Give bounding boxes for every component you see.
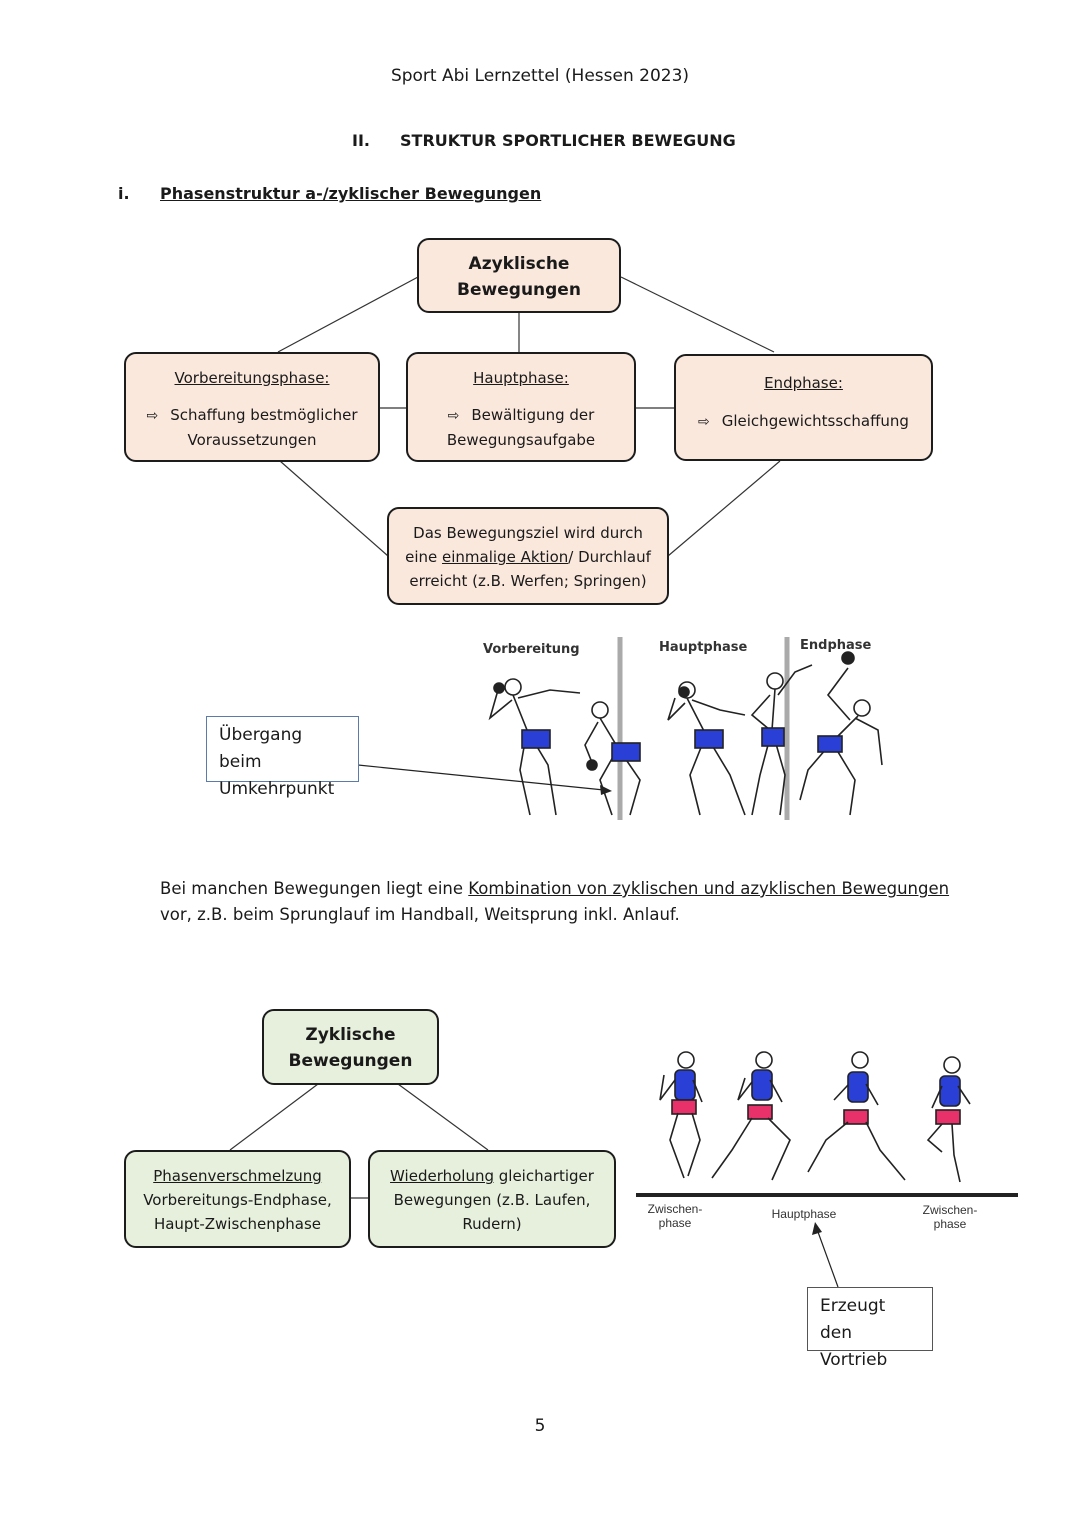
vorbereitung-text-2: Voraussetzungen bbox=[187, 431, 317, 449]
azyklisch-title-line2: Bewegungen bbox=[457, 280, 581, 300]
running-figure bbox=[636, 1051, 1018, 1288]
phasenverschmelzung-line1: Phasenverschmelzung bbox=[153, 1167, 322, 1185]
shot-put-figure bbox=[357, 637, 883, 820]
athlete-silhouette bbox=[667, 681, 746, 816]
zyklisch-title-line2: Bewegungen bbox=[288, 1051, 413, 1071]
end-text-1: Gleichgewichtsschaffung bbox=[721, 412, 909, 430]
endphase-heading: Endphase: bbox=[764, 374, 843, 392]
figure-label-hauptphase: Hauptphase bbox=[659, 640, 748, 655]
ziel-line1: Das Bewegungsziel wird durch bbox=[413, 524, 643, 542]
azyklisch-title-box: Azyklische Bewegungen bbox=[417, 238, 621, 313]
vorbereitungsphase-box: Vorbereitungsphase: ⇨ Schaffung bestmögli… bbox=[124, 352, 380, 462]
phasenverschmelzung-box: Phasenverschmelzung Vorbereitungs-Endpha… bbox=[124, 1150, 351, 1248]
runner-silhouette bbox=[711, 1051, 791, 1181]
ziel-line2-underline: einmalige Aktion bbox=[442, 548, 569, 566]
zw2-line-b: phase bbox=[933, 1217, 967, 1231]
wiederholung-line3: Rudern) bbox=[462, 1215, 522, 1233]
figure-label-endphase: Endphase bbox=[800, 638, 872, 653]
runner-silhouette bbox=[659, 1051, 703, 1179]
paragraph-post: vor, z.B. beim Sprunglauf im Handball, W… bbox=[160, 905, 680, 924]
section-number: II. bbox=[352, 131, 370, 150]
athlete-silhouette bbox=[750, 664, 813, 816]
ziel-line2-pre: eine bbox=[405, 548, 443, 566]
umkehrpunkt-callout: Übergang beim Umkehrpunkt bbox=[206, 716, 359, 799]
zw1-line-b: phase bbox=[658, 1216, 692, 1230]
arrow-right-icon: ⇨ bbox=[698, 414, 710, 430]
section-title: STRUKTUR SPORTLICHER BEWEGUNG bbox=[400, 131, 736, 150]
ziel-line3: erreicht (z.B. Werfen; Springen) bbox=[409, 572, 647, 590]
vortrieb-line1: Erzeugt den bbox=[820, 1296, 886, 1343]
wiederholung-underline: Wiederholung bbox=[390, 1167, 494, 1185]
figure2-label-zwischenphase-2: Zwischen- phase bbox=[917, 1203, 983, 1231]
athlete-silhouette bbox=[488, 678, 581, 816]
arrow-right-icon: ⇨ bbox=[447, 408, 460, 424]
zyklisch-title-box: Zyklische Bewegungen bbox=[262, 1009, 439, 1085]
haupt-text-1: Bewältigung der bbox=[471, 406, 595, 424]
paragraph-underline: Kombination von zyklischen und azyklisch… bbox=[468, 879, 950, 898]
bewegungsziel-box: Das Bewegungsziel wird durch eine einmal… bbox=[387, 507, 669, 605]
phasenverschmelzung-line2: Vorbereitungs-Endphase, bbox=[143, 1191, 332, 1209]
combination-paragraph: Bei manchen Bewegungen liegt eine Kombin… bbox=[160, 876, 950, 928]
runner-silhouette bbox=[807, 1051, 906, 1181]
callout-line2: Umkehrpunkt bbox=[219, 779, 335, 799]
subsection-title: Phasenstruktur a-/zyklischer Bewegungen bbox=[160, 184, 542, 203]
subsection-number: i. bbox=[118, 184, 130, 203]
page-header: Sport Abi Lernzettel (Hessen 2023) bbox=[390, 66, 690, 86]
zw2-line-a: Zwischen- bbox=[922, 1203, 978, 1217]
runner-silhouette bbox=[926, 1056, 971, 1183]
wiederholung-line2: Bewegungen (z.B. Laufen, bbox=[393, 1191, 591, 1209]
figure2-label-zwischenphase-1: Zwischen- phase bbox=[642, 1202, 708, 1230]
arrow-right-icon: ⇨ bbox=[146, 408, 159, 424]
hauptphase-heading: Hauptphase: bbox=[473, 369, 569, 387]
figure2-label-hauptphase: Hauptphase bbox=[771, 1207, 837, 1221]
callout-line1: Übergang beim bbox=[219, 725, 303, 772]
phasenverschmelzung-line3: Haupt-Zwischenphase bbox=[153, 1215, 322, 1233]
athlete-silhouette bbox=[799, 651, 883, 816]
hauptphase-box: Hauptphase: ⇨ Bewältigung der Bewegungsau… bbox=[406, 352, 636, 462]
zw1-line-a: Zwischen- bbox=[647, 1202, 703, 1216]
page-number: 5 bbox=[534, 1416, 546, 1436]
zyklisch-connectors bbox=[229, 1083, 489, 1199]
vortrieb-callout: Erzeugt den Vortrieb bbox=[807, 1287, 933, 1370]
haupt-text-2: Bewegungsaufgabe bbox=[446, 431, 596, 449]
azyklisch-connectors bbox=[277, 276, 781, 557]
vorbereitungsphase-heading: Vorbereitungsphase: bbox=[174, 369, 330, 387]
zyklisch-title-line1: Zyklische bbox=[305, 1025, 396, 1045]
figure-label-vorbereitung: Vorbereitung bbox=[483, 642, 580, 657]
ziel-line2-post: / Durchlauf bbox=[568, 548, 651, 566]
azyklisch-title-line1: Azyklische bbox=[468, 254, 570, 274]
vorbereitung-text-1: Schaffung bestmöglicher bbox=[170, 406, 358, 424]
wiederholung-line1-rest: gleichartiger bbox=[494, 1167, 594, 1185]
endphase-box: Endphase: ⇨ Gleichgewichtsschaffung bbox=[674, 354, 933, 461]
vortrieb-line2: Vortrieb bbox=[820, 1350, 888, 1370]
paragraph-pre: Bei manchen Bewegungen liegt eine bbox=[160, 879, 469, 898]
athlete-silhouette bbox=[584, 701, 641, 816]
wiederholung-box: Wiederholung gleichartiger Bewegungen (z… bbox=[368, 1150, 616, 1248]
